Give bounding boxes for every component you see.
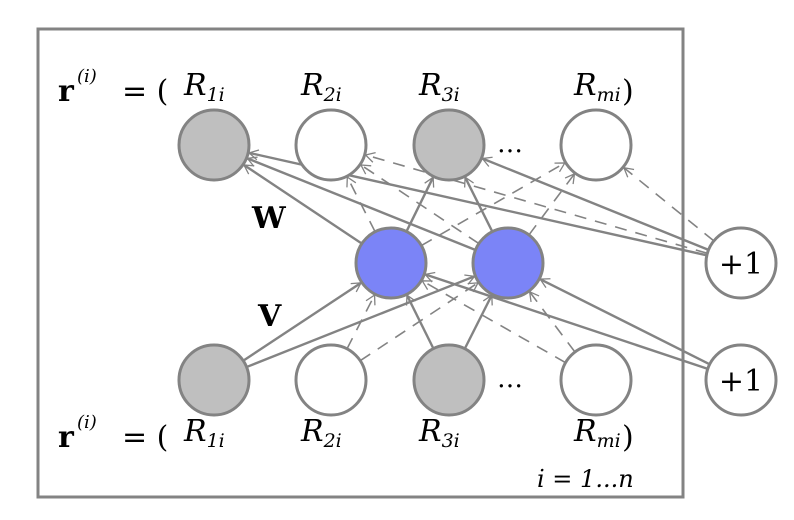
output-node-label-3i: R3i (418, 68, 460, 106)
nodes-layer: +1 +1 (177, 108, 778, 417)
output-close-paren: ) (622, 74, 634, 109)
encoder-weight-label: V (257, 299, 282, 334)
decoder-edge-h0-to-out2 (405, 176, 435, 233)
output-node-label-mi: Rmi (573, 68, 621, 106)
decoder-dashed-edge-bias_dec-to-out3 (622, 166, 715, 242)
input-node-label-3i: R3i (418, 414, 460, 452)
output-node-2i (294, 108, 368, 182)
encoder-edge-in2-to-h0 (405, 294, 435, 350)
output-node-labels: R1i R2i R3i Rmi (183, 68, 621, 106)
output-ellipsis: … (497, 129, 525, 159)
output-node-1i (177, 108, 251, 182)
input-node-3i (412, 343, 486, 417)
decoder-dashed-edge-bias_dec-to-out1 (364, 152, 708, 255)
output-node-label-2i: R2i (300, 68, 342, 106)
decoder-bias-node (704, 226, 778, 300)
output-vector-eq: = ( (122, 74, 168, 109)
input-vector-eq: = ( (122, 420, 168, 455)
output-vector-label: r (i) = ( (58, 66, 168, 109)
decoder-edge-h1-to-out0 (246, 156, 476, 252)
encoder-edge-bias_enc-to-h0 (423, 271, 709, 371)
input-close-paren: ) (622, 420, 634, 455)
plate-frame (36, 27, 685, 499)
decoder-bias-label: +1 (719, 247, 763, 282)
encoder-edge-in0-to-h0 (242, 281, 363, 362)
input-ellipsis: … (497, 364, 525, 394)
input-node-label-1i: R1i (183, 414, 225, 452)
decoder-dashed-edge-h0-to-out3 (420, 162, 566, 247)
input-node-1i (177, 343, 251, 417)
output-node-3i (412, 108, 486, 182)
hidden-node-h2 (471, 226, 545, 300)
plate-label: i = 1...n (537, 465, 634, 493)
encoder-edge-in2-to-h1 (463, 293, 493, 350)
input-vector-symbol: r (58, 420, 75, 455)
decoder-dashed-edge-h1-to-out3 (528, 172, 576, 236)
encoder-bias-node (704, 343, 778, 417)
input-node-label-mi: Rmi (573, 414, 621, 452)
input-vector-superscript: (i) (77, 412, 97, 433)
output-vector-symbol: r (58, 74, 75, 109)
decoder-weight-label: W (251, 201, 287, 236)
decoder-edge-h0-to-out0 (242, 163, 363, 245)
input-node-mi (559, 343, 633, 417)
encoder-dashed-edge-in3-to-h0 (421, 280, 566, 364)
encoder-edge-in0-to-h1 (246, 274, 476, 369)
encoder-bias-label: +1 (719, 364, 763, 399)
input-vector-label: r (i) = ( (58, 412, 168, 455)
hidden-node-h1 (354, 226, 428, 300)
output-node-label-1i: R1i (183, 68, 225, 106)
input-node-labels: R1i R2i R3i Rmi (183, 414, 621, 452)
output-node-mi (559, 108, 633, 182)
output-vector-superscript: (i) (77, 66, 97, 87)
input-node-2i (294, 343, 368, 417)
input-node-label-2i: R2i (300, 414, 342, 452)
encoder-edge-bias_enc-to-h1 (538, 278, 711, 366)
decoder-edge-bias_dec-to-out2 (481, 156, 709, 251)
edges-layer (242, 149, 715, 371)
